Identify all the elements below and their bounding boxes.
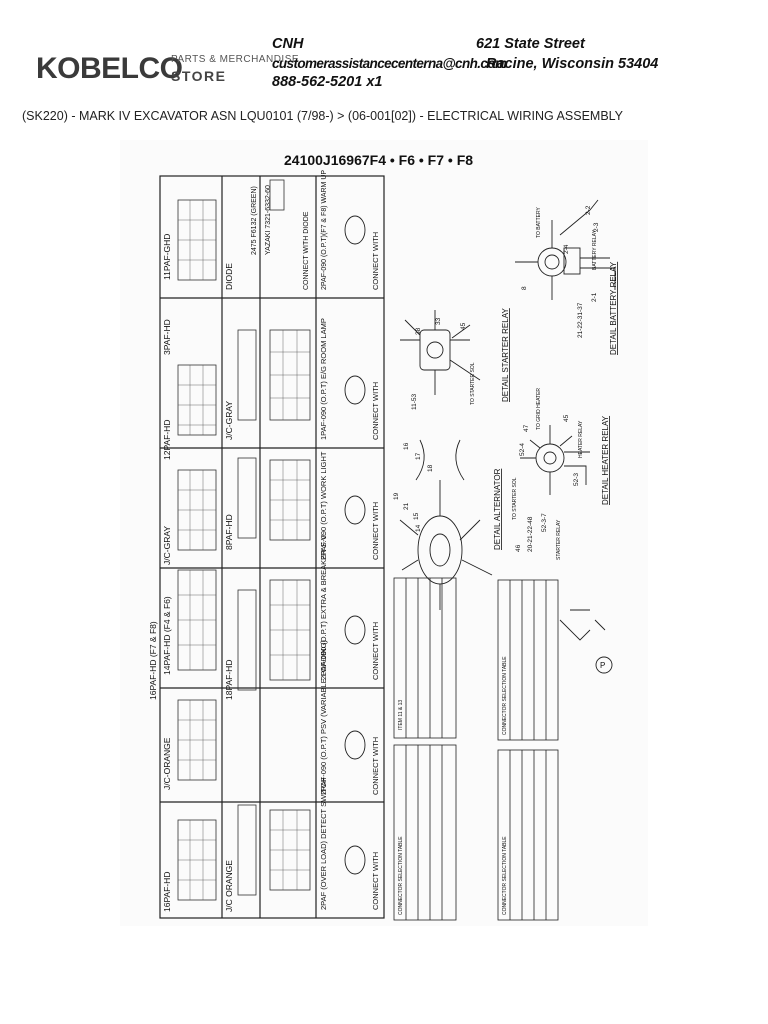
connector-n-label: 1PAF-090 (O.P.T) E/G ROOM LAMP [319, 318, 328, 440]
connector-b-label: J/C-ORANGE [162, 737, 172, 790]
heater-relay-callout-1: 47 [523, 424, 530, 432]
alternator-callout-3: 18 [427, 464, 434, 472]
detail-battery-relay-label: DETAIL BATTERY RELAY [609, 261, 618, 355]
connect-with-diode-label: CONNECT WITH DIODE [303, 211, 310, 290]
connect-with-k-label: CONNECT WITH [371, 737, 380, 795]
battery-relay-drawing [515, 199, 616, 300]
detail-starter-relay-label: DETAIL STARTER RELAY [501, 308, 510, 402]
heater-relay-callout-7: STARTER RELAY [556, 519, 562, 560]
contact-phone[interactable]: 888-562-5201 x1 [272, 74, 383, 90]
contact-company: CNH [272, 36, 304, 52]
battery-relay-callout-7: TO BATTERY [536, 206, 542, 238]
detail-alternator-label: DETAIL ALTERNATOR [493, 468, 502, 550]
starter-relay-callout-4: 11-53 [411, 393, 418, 410]
selection-table-4 [497, 579, 559, 741]
alternator-callout-7: 14 [415, 524, 422, 532]
yazaki-label: YAZAKI 7321-6332-60 [265, 185, 272, 255]
kobelco-logo[interactable]: KOBELCO PARTS & MERCHANDISE STORE [36, 52, 299, 92]
alternator-callout-6: 15 [413, 512, 420, 520]
alternator-callout-1: 16 [403, 442, 410, 450]
battery-relay-callout-2: 2-3 [593, 222, 600, 232]
connector-c-label: 14PAF-HD (F4 & F6) [162, 596, 172, 675]
p-marker: P [600, 661, 605, 670]
battery-relay-callout-4: 8 [521, 286, 528, 290]
connect-with-m-label: CONNECT WITH [371, 502, 380, 560]
starter-relay-callout-3: 45 [460, 322, 467, 330]
selection-table-2 [393, 577, 457, 739]
starter-relay-callout-5: TO STARTER SOL [470, 362, 476, 405]
twelve-paf-label: 12PAF-HD [162, 420, 172, 460]
connector-k-label: 2PAF-090 (O.P.T) PSV (VARIABLE LOADING) [319, 639, 328, 795]
battery-relay-callout-3: 2-4 [563, 244, 570, 254]
battery-relay-callout-8: BATTERY RELAY [592, 229, 598, 270]
alternator-callout-8: 46 [515, 544, 522, 552]
starter-relay-callout-1: 38 [415, 327, 422, 335]
heater-relay-drawing [520, 425, 590, 495]
alternator-callout-4: 19 [393, 492, 400, 500]
plug-pictograms [344, 215, 366, 875]
selection-table-1 [393, 744, 457, 921]
heater-relay-callout-4: 52-3 [573, 473, 580, 486]
alternator-drawing [399, 439, 493, 610]
connector-grid [159, 175, 385, 919]
table-2-title: ITEM 11 & 13 [398, 700, 404, 730]
three-paf-label: 3PAF-HD [162, 319, 172, 355]
heater-relay-callout-2: 45 [563, 414, 570, 422]
table-4-title: CONNECTOR SELECTION TABLE [502, 656, 508, 735]
heater-relay-callout-6: HEATER RELAY [578, 420, 584, 458]
heater-relay-callout-5: TO GRID HEATER [536, 388, 542, 430]
connector-l-label: 2PAF-090 (O.P.T) EXTRA & BREAKER S.V. [319, 534, 328, 680]
logo-tagline-bottom: STORE [171, 68, 227, 84]
starter-relay-callout-2: 33 [435, 317, 442, 325]
connector-f-label: 18PAF-HD [224, 660, 234, 700]
connector-g-label: J/C-GRAY [224, 401, 234, 440]
connect-with-j-label: CONNECT WITH [371, 852, 380, 910]
table-1-title: CONNECTOR SELECTION TABLE [398, 836, 404, 915]
pin-grid-lines [178, 200, 310, 900]
connect-with-n-label: CONNECT WITH [371, 382, 380, 440]
logo-wordmark: KOBELCO [36, 52, 183, 85]
alternator-callout-11: TO STARTER SOL [512, 477, 518, 520]
heater-relay-callout-3: 52-4 [519, 443, 526, 456]
sixteen-paf-f7-label: 16PAF-HD (F7 & F8) [148, 621, 158, 700]
alternator-callout-9: 20-21-22-48 [527, 516, 534, 552]
diode-part-label: 2475 F6132 (GREEN) [251, 186, 258, 255]
alternator-callout-2: 17 [415, 452, 422, 460]
connector-h-label: DIODE [224, 263, 234, 290]
connector-j-label: 2PAF (OVER LOAD) DETECT SWITCH [319, 777, 328, 910]
battery-relay-callout-5: 2-1 [591, 292, 598, 302]
contact-city: Racine, Wisconsin 53404 [486, 56, 659, 72]
table-3-title: CONNECTOR SELECTION TABLE [502, 836, 508, 915]
detail-heater-relay-label: DETAIL HEATER RELAY [601, 415, 610, 505]
alternator-callout-5: 21 [403, 502, 410, 510]
contact-street: 621 State Street [476, 36, 585, 52]
battery-relay-callout-1: 2-2 [585, 205, 592, 215]
alternator-callout-10: 52-3-7 [541, 513, 548, 532]
connect-with-l-label: CONNECT WITH [371, 622, 380, 680]
diagram-number: 24100J16967F4 • F6 • F7 • F8 [284, 152, 473, 168]
p-detail-drawing [559, 609, 613, 674]
logo-tagline-top: PARTS & MERCHANDISE [171, 54, 300, 65]
connector-o-label: 2PAF-090 (O.P.T)(F7 & F8) WARM UP [321, 170, 328, 290]
connect-with-o-label: CONNECT WITH [371, 232, 380, 290]
document-title: (SK220) - MARK IV EXCAVATOR ASN LQU0101 … [22, 109, 624, 123]
eight-paf-label: 8PAF-HD [224, 514, 234, 550]
connector-a-label: 16PAF-HD [162, 872, 172, 912]
contact-email[interactable]: customerassistancecenterna@cnh.com [272, 56, 507, 71]
starter-relay-drawing [400, 310, 481, 395]
connector-e-label: J/C ORANGE [224, 860, 234, 912]
connector-d-label: 11PAF-GHD [162, 234, 172, 280]
connector-m-label: 2PAF-090 (O.P.T) WORK LIGHT [319, 451, 328, 560]
selection-table-3 [497, 749, 559, 921]
battery-relay-callout-6: 21-22-31-37 [577, 302, 584, 338]
wiring-diagram: 24100J16967F4 • F6 • F7 • F8 16PAF-HD J/… [120, 140, 648, 926]
j-c-gray-label: J/C-GRAY [162, 526, 172, 565]
